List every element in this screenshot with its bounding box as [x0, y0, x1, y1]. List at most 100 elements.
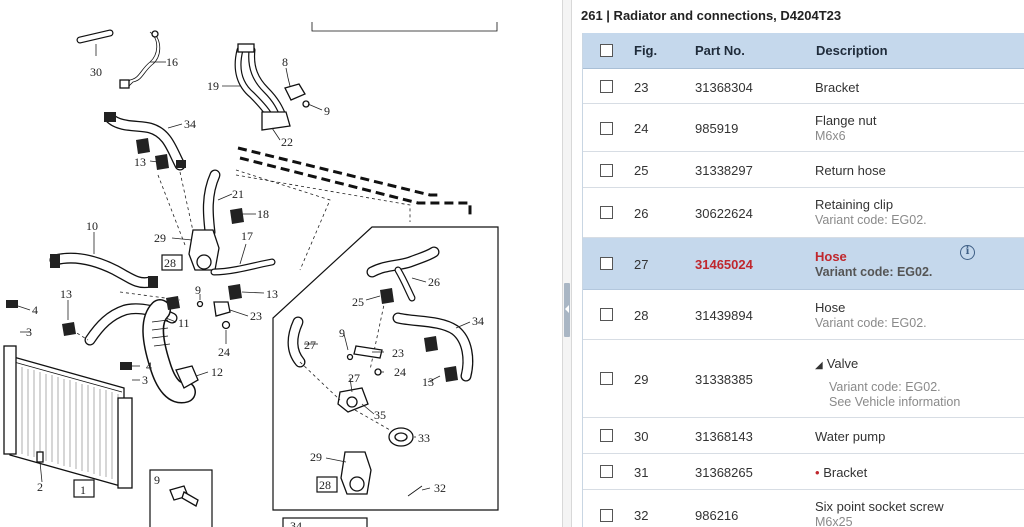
- callout-12c[interactable]: 13: [266, 287, 278, 301]
- column-header-description[interactable]: Description: [816, 43, 888, 58]
- callout-30a[interactable]: 28: [164, 256, 176, 270]
- row-part-no: 31338297: [695, 163, 753, 178]
- row-part-no: 986216: [695, 508, 739, 523]
- callout-12d[interactable]: 13: [422, 375, 434, 389]
- callout-21[interactable]: 21: [232, 187, 244, 201]
- row-checkbox[interactable]: [600, 257, 613, 270]
- row-fig: 24: [634, 121, 649, 136]
- row-fig: 26: [634, 206, 649, 221]
- callout-22[interactable]: 22: [281, 135, 293, 149]
- table-row[interactable]: 30 31368143 Water pump: [583, 418, 1024, 454]
- callout-31b[interactable]: 29: [310, 450, 322, 464]
- pane-divider[interactable]: [562, 0, 572, 527]
- table-row[interactable]: 29 31338385 ◢Valve Variant code: EG02. S…: [583, 340, 1024, 418]
- row-checkbox[interactable]: [600, 372, 613, 385]
- callout-23b[interactable]: 23: [392, 346, 404, 360]
- select-all-checkbox[interactable]: [600, 44, 613, 57]
- callout-30b[interactable]: 28: [319, 478, 331, 492]
- callout-27[interactable]: 27: [304, 338, 316, 352]
- row-description-main: Bracket: [823, 465, 868, 480]
- parts-list-pane: 261 | Radiator and connections, D4204T23…: [572, 0, 1024, 527]
- callout-1[interactable]: 1: [80, 483, 86, 497]
- callout-29[interactable]: 27: [348, 371, 360, 385]
- row-description-main: Bracket: [815, 80, 860, 95]
- row-fig: 27: [634, 257, 649, 272]
- callout-18[interactable]: 18: [257, 207, 269, 221]
- row-description-main: Return hose: [815, 163, 886, 178]
- callout-16[interactable]: 16: [166, 55, 178, 69]
- vehicle-info-link[interactable]: See Vehicle information: [829, 395, 961, 409]
- row-checkbox[interactable]: [600, 80, 613, 93]
- info-icon[interactable]: i: [960, 245, 975, 260]
- callout-34b[interactable]: 34: [472, 314, 484, 328]
- callout-13[interactable]: 12: [211, 365, 223, 379]
- callout-19[interactable]: 19: [207, 79, 219, 93]
- table-header: Fig. Part No. Description: [583, 33, 1024, 69]
- parts-table: Fig. Part No. Description 23 31368304 Br…: [582, 33, 1024, 527]
- callout-31a[interactable]: 29: [154, 231, 166, 245]
- row-fig: 25: [634, 163, 649, 178]
- callout-4a[interactable]: 4: [32, 303, 38, 317]
- collapse-arrow-icon[interactable]: [564, 283, 570, 337]
- diagram-svg: 30 16 34 13 19 8 9 22 21 18 17 29 28 10 …: [3, 22, 499, 527]
- row-part-no: 31368143: [695, 429, 753, 444]
- row-checkbox[interactable]: [600, 164, 613, 177]
- page-title: 261 | Radiator and connections, D4204T23: [581, 8, 842, 23]
- column-header-part-no[interactable]: Part No.: [695, 43, 745, 58]
- callout-9c[interactable]: 9: [339, 326, 345, 340]
- row-description-main: Hose: [815, 249, 847, 264]
- callout-10[interactable]: 10: [86, 219, 98, 233]
- callout-28[interactable]: 26: [428, 275, 440, 289]
- callout-3a[interactable]: 3: [26, 325, 32, 339]
- callout-24b[interactable]: 24: [394, 365, 406, 379]
- callout-2[interactable]: 2: [37, 480, 43, 494]
- row-description: Return hose: [815, 163, 886, 178]
- callout-11[interactable]: 11: [178, 316, 190, 330]
- inset-label-9: 9: [154, 473, 160, 487]
- row-description-sub: M6x25: [815, 515, 853, 527]
- row-checkbox[interactable]: [600, 122, 613, 135]
- callout-35[interactable]: 35: [374, 408, 386, 422]
- row-checkbox[interactable]: [600, 509, 613, 522]
- bottom-label-34: 34: [290, 519, 302, 527]
- callout-34a[interactable]: 34: [184, 117, 196, 131]
- row-checkbox[interactable]: [600, 308, 613, 321]
- callout-3b[interactable]: 3: [142, 373, 148, 387]
- callout-32[interactable]: 32: [434, 481, 446, 495]
- callout-25[interactable]: 30: [90, 65, 102, 79]
- row-checkbox[interactable]: [600, 465, 613, 478]
- row-checkbox[interactable]: [600, 206, 613, 219]
- callout-23a[interactable]: 23: [250, 309, 262, 323]
- callout-24a[interactable]: 24: [218, 345, 230, 359]
- table-row[interactable]: 25 31338297 Return hose: [583, 152, 1024, 188]
- row-part-no: 31465024: [695, 257, 753, 272]
- callout-26[interactable]: 25: [352, 295, 364, 309]
- callout-33[interactable]: 33: [418, 431, 430, 445]
- row-description-sub: Variant code: EG02.: [815, 316, 927, 330]
- table-row[interactable]: 23 31368304 Bracket: [583, 69, 1024, 104]
- row-description: Water pump: [815, 429, 885, 444]
- table-row[interactable]: 31 31368265 • Bracket: [583, 454, 1024, 490]
- exploded-diagram[interactable]: 30 16 34 13 19 8 9 22 21 18 17 29 28 10 …: [0, 0, 562, 527]
- callout-12b[interactable]: 13: [60, 287, 72, 301]
- column-header-fig[interactable]: Fig.: [634, 43, 658, 58]
- callout-4b[interactable]: 4: [146, 359, 152, 373]
- expand-triangle-icon[interactable]: ◢: [815, 360, 823, 371]
- row-description: • Bracket: [815, 465, 867, 480]
- callout-9a[interactable]: 9: [324, 104, 330, 118]
- row-fig: 28: [634, 308, 649, 323]
- callout-12a[interactable]: 13: [134, 155, 146, 169]
- callout-8[interactable]: 8: [282, 55, 288, 69]
- row-fig: 30: [634, 429, 649, 444]
- row-description-main: Six point socket screw: [815, 499, 944, 514]
- row-checkbox[interactable]: [600, 429, 613, 442]
- callout-9b[interactable]: 9: [195, 283, 201, 297]
- callout-17[interactable]: 17: [241, 229, 253, 243]
